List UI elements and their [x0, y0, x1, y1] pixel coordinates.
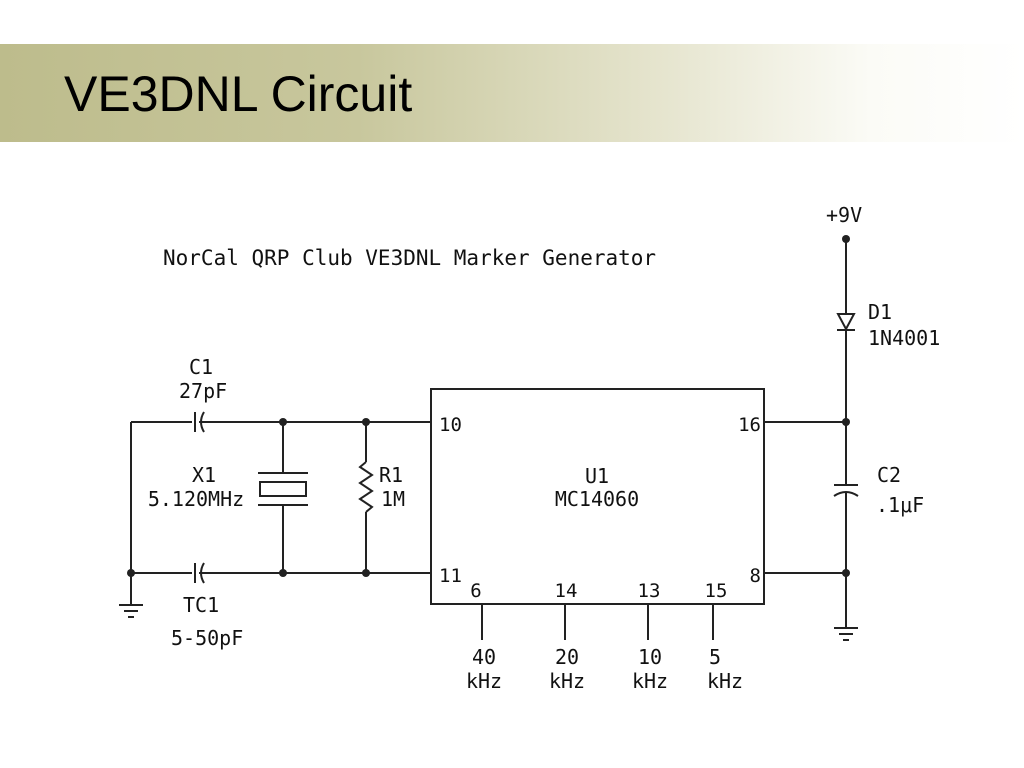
- x1-ref: X1: [192, 463, 216, 487]
- pin-15-label: 15: [705, 580, 728, 602]
- c1-ref: C1: [189, 355, 213, 379]
- u1-ref: U1: [585, 464, 609, 488]
- supply-label: +9V: [826, 203, 862, 227]
- title-band: [0, 44, 1024, 142]
- u1-value: MC14060: [555, 487, 639, 511]
- r1-ref: R1: [379, 463, 403, 487]
- output-20-unit: kHz: [549, 669, 585, 693]
- output-5-freq: 5: [709, 645, 721, 669]
- pin-10-label: 10: [439, 414, 462, 436]
- pin-16-label: 16: [738, 414, 761, 436]
- ic-u1-body: [430, 388, 765, 605]
- output-40-unit: kHz: [466, 669, 502, 693]
- r1-value: 1M: [381, 487, 405, 511]
- c2-ref: C2: [877, 463, 901, 487]
- c2-value: .1μF: [876, 493, 924, 517]
- tc1-value: 5-50pF: [171, 626, 243, 650]
- diode-d1-symbol: [836, 313, 856, 332]
- pin-14-label: 14: [555, 580, 578, 602]
- d1-ref: D1: [868, 300, 892, 324]
- output-10-freq: 10: [638, 645, 662, 669]
- output-40-freq: 40: [472, 645, 496, 669]
- ground-right-symbol: [834, 627, 858, 641]
- crystal-x1-symbol: [258, 472, 308, 506]
- x1-value: 5.120MHz: [148, 487, 244, 511]
- junction-pin8-node: [842, 569, 850, 577]
- d1-value: 1N4001: [868, 326, 940, 350]
- output-10-unit: kHz: [632, 669, 668, 693]
- output-20-freq: 20: [555, 645, 579, 669]
- pin-13-label: 13: [638, 580, 661, 602]
- schematic-heading: NorCal QRP Club VE3DNL Marker Generator: [163, 246, 656, 270]
- tc1-ref: TC1: [183, 593, 219, 617]
- pin-6-label: 6: [470, 580, 481, 602]
- pin-11-label: 11: [439, 565, 462, 587]
- resistor-r1-symbol: [358, 461, 374, 513]
- c1-value: 27pF: [179, 379, 227, 403]
- slide-title: VE3DNL Circuit: [64, 66, 413, 122]
- ground-left-symbol: [119, 604, 143, 618]
- output-5-unit: kHz: [707, 669, 743, 693]
- pin-8-label: 8: [750, 565, 761, 587]
